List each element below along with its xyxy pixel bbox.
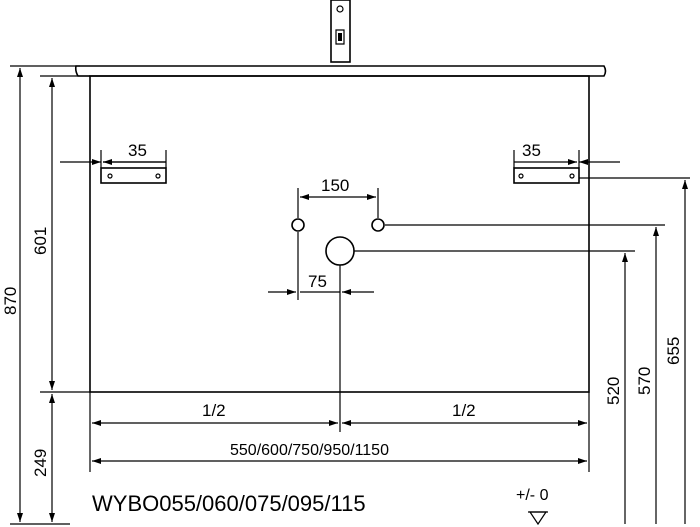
right-bracket — [513, 167, 580, 184]
faucet-icon — [330, 0, 351, 63]
label-drain-height: 520 — [604, 377, 623, 405]
label-holes-height: 570 — [635, 367, 654, 395]
drain-hole — [325, 236, 355, 266]
dim-bottom — [89, 392, 590, 472]
dim-right-bracket — [513, 150, 620, 168]
floor-level-icon — [528, 511, 548, 526]
model-code: WYBO055/060/075/095/115 — [92, 491, 366, 516]
label-floor-level: +/- 0 — [516, 487, 549, 504]
label-half-right: 1/2 — [452, 401, 476, 420]
dim-hole-offset — [268, 232, 374, 300]
water-hole-right — [371, 218, 385, 232]
label-widths: 550/600/750/950/1150 — [230, 442, 389, 459]
label-bracket-left: 35 — [128, 141, 147, 160]
label-leg-height: 249 — [31, 449, 50, 477]
label-bracket-right: 35 — [522, 141, 541, 160]
label-cabinet-height: 601 — [31, 227, 50, 255]
label-bracket-height: 655 — [664, 337, 683, 365]
dim-hole-spacing — [297, 188, 379, 218]
dim-left-verticals — [10, 65, 90, 525]
water-hole-left — [291, 218, 305, 232]
left-bracket — [100, 167, 167, 184]
dim-left-bracket — [60, 150, 167, 168]
label-total-height: 870 — [1, 287, 20, 315]
countertop — [74, 65, 607, 77]
label-hole-spacing: 150 — [321, 176, 349, 195]
label-hole-offset: 75 — [308, 272, 327, 291]
label-half-left: 1/2 — [202, 401, 226, 420]
